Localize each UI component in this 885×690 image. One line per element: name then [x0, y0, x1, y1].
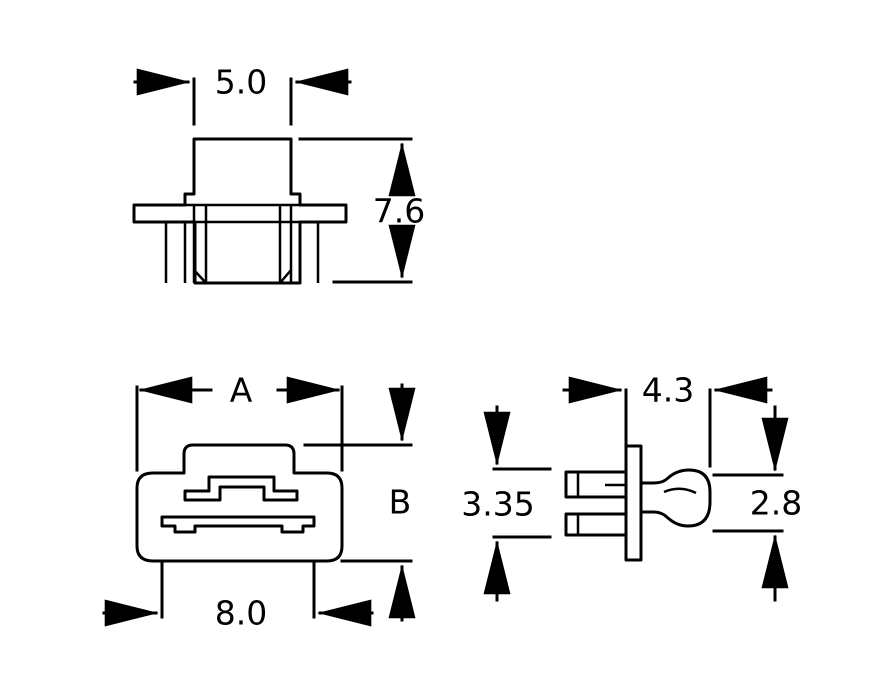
top-width-label: 5.0 — [215, 63, 267, 102]
front-height-b-label: B — [389, 483, 412, 522]
front-view: A B 8.0 — [102, 371, 416, 633]
front-bottom-width-label: 8.0 — [215, 594, 267, 633]
front-view-upper-slot — [183, 475, 299, 502]
side-width-label: 4.3 — [642, 371, 694, 410]
side-view-knob — [639, 468, 712, 528]
side-left-height-label: 3.35 — [461, 485, 534, 524]
top-view: 5.0 7.6 — [132, 63, 425, 285]
top-height-label: 7.6 — [373, 192, 425, 231]
side-view-flange — [624, 444, 643, 562]
front-view-lower-slot — [160, 515, 316, 534]
side-view-knob-inner-line — [663, 487, 697, 495]
front-width-a-label: A — [230, 371, 253, 410]
side-view-left-tabs — [564, 470, 628, 537]
side-right-height-label: 2.8 — [750, 484, 802, 523]
front-view-body-outline — [135, 443, 344, 563]
side-view: 4.3 3.35 2.8 — [461, 371, 802, 602]
top-view-inner-lines — [164, 203, 320, 284]
side-view-left-tab-inner-lines — [576, 472, 626, 535]
